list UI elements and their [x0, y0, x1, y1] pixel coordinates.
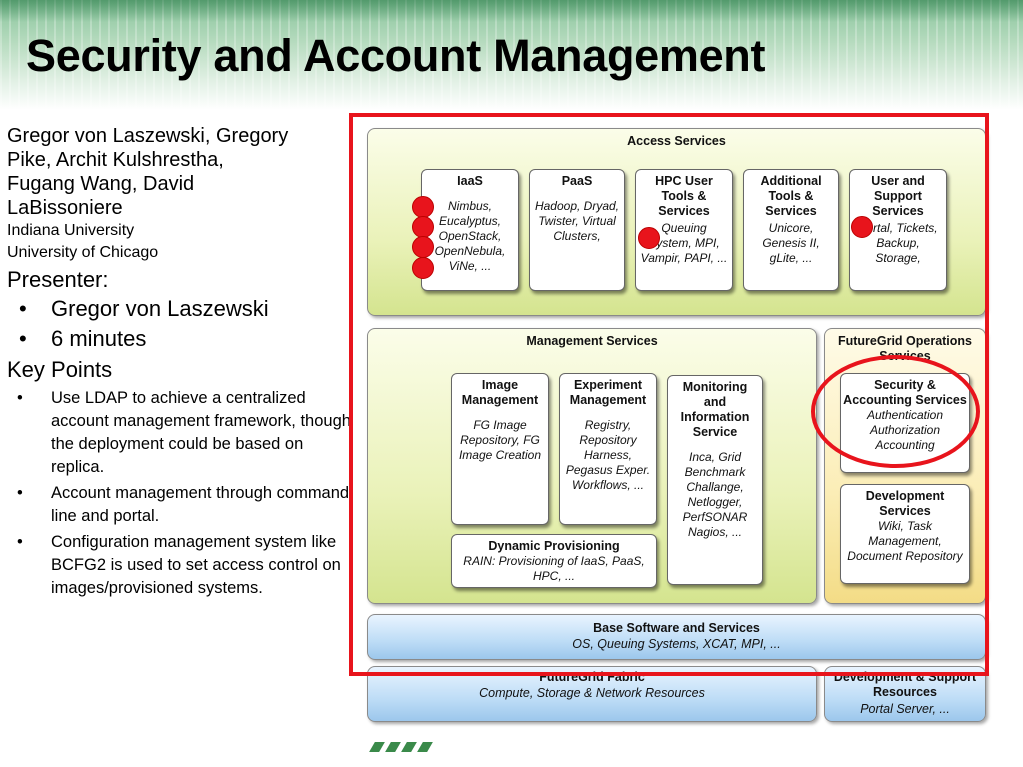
author-line: Pike, Archit Kulshrestha,	[7, 149, 224, 171]
card-items: Hadoop, Dryad, Twister, Virtual Clusters…	[534, 199, 620, 243]
card-development-services: Development Services Wiki, Task Manageme…	[840, 484, 970, 584]
highlight-dot	[638, 227, 660, 249]
highlight-rectangle	[349, 113, 989, 676]
card-items: Queuing System, MPI, Vampir, PAPI, ...	[640, 221, 728, 265]
base-software-layer: Base Software and Services OS, Queuing S…	[367, 614, 986, 660]
card-items: Inca, Grid Benchmark Challange, Netlogge…	[682, 450, 748, 539]
page-title: Security and Account Management	[26, 30, 766, 81]
logo-fragment	[366, 742, 436, 754]
management-services-title: Management Services	[526, 334, 658, 348]
key-points-list: Use LDAP to achieve a centralized accoun…	[7, 387, 352, 600]
key-point-item: Configuration management system like BCF…	[7, 531, 352, 600]
card-items: Portal, Tickets, Backup, Storage,	[858, 221, 938, 265]
key-points-heading: Key Points	[7, 357, 113, 382]
fabric-sub: Compute, Storage & Network Resources	[479, 686, 705, 700]
highlight-dot	[851, 216, 873, 238]
card-iaas: IaaS Nimbus, Eucalyptus, OpenStack, Open…	[421, 169, 519, 291]
card-title: User and Support Services	[871, 174, 925, 218]
card-items: Wiki, Task Management, Document Reposito…	[847, 519, 963, 563]
card-items: FG Image Repository, FG Image Creation	[458, 418, 542, 462]
card-title: Development Services	[865, 489, 945, 518]
card-items: Nimbus, Eucalyptus, OpenStack, OpenNebul…	[434, 199, 506, 273]
affiliation: University of Chicago	[7, 244, 159, 261]
key-point-item: Use LDAP to achieve a centralized accoun…	[7, 387, 352, 479]
card-items: Unicore, Genesis II, gLite, ...	[762, 221, 820, 265]
card-title: Monitoring and Information Service	[680, 380, 750, 439]
card-title: Additional Tools & Services	[760, 174, 822, 218]
architecture-diagram: Access Services IaaS Nimbus, Eucalyptus,…	[356, 112, 1001, 752]
presenter-list: Gregor von Laszewski 6 minutes	[7, 294, 352, 354]
card-title: PaaS	[561, 174, 593, 188]
card-title: HPC User Tools & Services	[655, 174, 713, 218]
management-services-layer: Management Services Image Management FG …	[367, 328, 817, 604]
presenter-heading: Presenter:	[7, 267, 109, 292]
card-title: Image Management	[461, 378, 539, 407]
highlight-dot	[412, 257, 434, 279]
card-monitoring-information: Monitoring and Information Service Inca,…	[667, 375, 763, 585]
author-line: Fugang Wang, David	[7, 173, 195, 195]
card-items: RAIN: Provisioning of IaaS, PaaS, HPC, .…	[463, 554, 645, 583]
dev-support-sub: Portal Server, ...	[860, 702, 950, 716]
base-software-title: Base Software and Services	[593, 621, 760, 635]
author-line: Gregor von Laszewski, Gregory	[7, 125, 289, 147]
key-point-item: Account management through command line …	[7, 482, 352, 528]
affiliation: Indiana University	[7, 222, 135, 239]
card-title: IaaS	[457, 174, 483, 188]
card-additional-tools: Additional Tools & Services Unicore, Gen…	[743, 169, 839, 291]
presenter-item: 6 minutes	[7, 324, 352, 354]
highlight-ellipse	[811, 355, 980, 468]
card-image-management: Image Management FG Image Repository, FG…	[451, 373, 549, 525]
card-dynamic-provisioning: Dynamic Provisioning RAIN: Provisioning …	[451, 534, 657, 588]
card-paas: PaaS Hadoop, Dryad, Twister, Virtual Clu…	[529, 169, 625, 291]
presenter-item: Gregor von Laszewski	[7, 294, 352, 324]
access-services-title: Access Services	[627, 134, 726, 148]
base-software-sub: OS, Queuing Systems, XCAT, MPI, ...	[572, 637, 781, 651]
access-services-layer: Access Services IaaS Nimbus, Eucalyptus,…	[367, 128, 986, 316]
author-list: Gregor von Laszewski, Gregory Pike, Arch…	[7, 124, 352, 220]
card-title: Dynamic Provisioning	[488, 539, 620, 553]
header-band	[0, 0, 1023, 110]
card-title: Experiment Management	[569, 378, 647, 407]
left-text-column: Gregor von Laszewski, Gregory Pike, Arch…	[7, 124, 352, 600]
author-line: LaBissoniere	[7, 197, 123, 219]
card-items: Registry, Repository Harness, Pegasus Ex…	[565, 418, 651, 492]
card-experiment-management: Experiment Management Registry, Reposito…	[559, 373, 657, 525]
